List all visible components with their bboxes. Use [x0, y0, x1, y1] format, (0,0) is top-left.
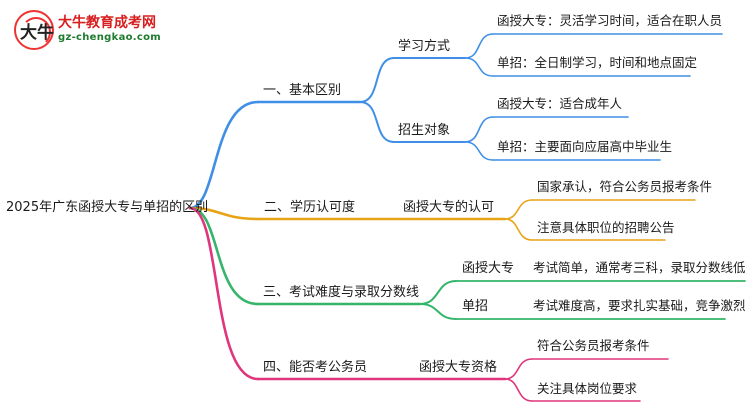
connector-sub-2-leaf-1	[464, 116, 494, 143]
connector-branch-2-leaf-2	[504, 218, 533, 241]
branch-4-sub-1-leaf-1: 符合公务员报考条件	[537, 338, 650, 353]
connector-branch-4-leaf-1	[504, 358, 533, 380]
connector-sub-1-leaf-1	[464, 33, 494, 59]
branch-3-connectors	[188, 206, 746, 320]
branch-3-sub-1: 函授大专	[462, 261, 515, 276]
logo-url: gz-chengkao.com	[58, 32, 162, 43]
connector-branch-1-sub-2	[359, 101, 395, 143]
connector-branch-3-sub-2	[419, 303, 457, 320]
branch-2-sub-1-leaf-1: 国家承认，符合公务员报考条件	[537, 179, 713, 194]
branch-1-sub-2-leaf-1: 函授大专：适合成年人	[497, 96, 623, 111]
branch-4-sub-1: 函授大专资格	[419, 360, 498, 375]
logo-glyph: 大牛	[20, 23, 54, 43]
branch-2-sub-1-leaf-2: 注意具体职位的招聘公告	[537, 220, 675, 235]
connector-root-branch-3	[188, 206, 260, 306]
branch-3-sub-2: 单招	[462, 299, 489, 314]
logo-name: 大牛教育成考网	[58, 15, 156, 31]
branch-3-title: 三、考试难度与录取分数线	[263, 285, 420, 300]
connector-root-branch-2	[188, 206, 260, 221]
logo-emblem-icon	[14, 10, 54, 50]
branch-2-title: 二、学历认可度	[264, 200, 356, 215]
branch-1-connectors	[188, 33, 723, 210]
branch-2-connectors	[188, 199, 696, 241]
branch-1-sub-2: 招生对象	[398, 123, 451, 138]
branch-1-sub-1-leaf-1: 函授大专：灵活学习时间，适合在职人员	[497, 13, 723, 28]
connector-root-branch-1	[188, 100, 260, 210]
connector-branch-1-sub-1	[359, 57, 395, 103]
connector-root-branch-4	[188, 206, 260, 381]
branch-1-title: 一、基本区别	[263, 83, 342, 98]
connector-branch-4-leaf-2	[504, 378, 533, 402]
branch-1-sub-1-leaf-2: 单招：全日制学习，时间和地点固定	[497, 55, 698, 70]
connector-branch-3-sub-1	[419, 280, 457, 305]
root-topic: 2025年广东函授大专与单招的区别	[6, 200, 209, 215]
branch-2-sub-1: 函授大专的认可	[403, 200, 495, 215]
branch-3-sub-1-leaf-1: 考试简单，通常考三科，录取分数线低	[533, 260, 746, 275]
branch-4-sub-1-leaf-2: 关注具体岗位要求	[537, 381, 638, 396]
connector-branch-2-leaf-1	[504, 199, 533, 220]
branch-1-sub-2-leaf-2: 单招：主要面向应届高中毕业生	[497, 139, 673, 154]
connector-sub-1-leaf-2	[464, 57, 494, 77]
site-logo: 大牛 大牛教育成考网 gz-chengkao.com	[14, 10, 164, 50]
branch-1-sub-1: 学习方式	[398, 39, 451, 54]
branch-4-title: 四、能否考公务员	[263, 360, 368, 375]
branch-3-sub-2-leaf-1: 考试难度高，要求扎实基础，竞争激烈	[533, 298, 746, 313]
branch-4-connectors	[188, 206, 669, 402]
connector-sub-2-leaf-2	[464, 141, 494, 161]
